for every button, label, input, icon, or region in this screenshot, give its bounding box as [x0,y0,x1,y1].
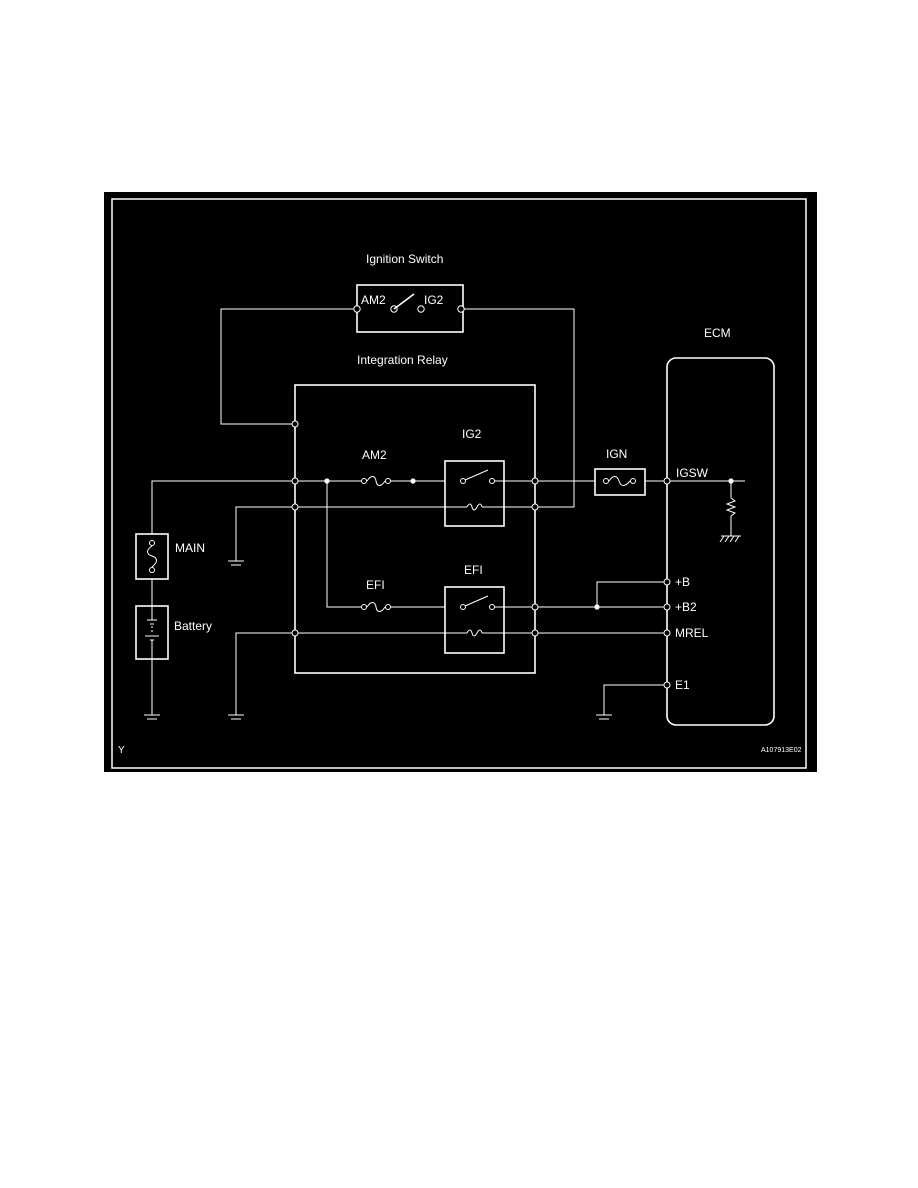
wire-am2-to-relay [220,308,354,425]
integration-relay-title: Integration Relay [357,353,448,367]
wire-ig2-to-relay [464,308,575,508]
battery-label: Battery [174,619,212,633]
ignition-switch-am2-label: AM2 [361,293,386,307]
wire-efi-branch [326,481,362,608]
fuse-efi: EFI [361,578,391,612]
wire-relay-ground-lower [235,632,295,715]
ecm: ECM IGSW +B +B2 MREL E1 [663,326,775,726]
ecm-pin-mrel: MREL [675,626,709,640]
ignition-switch-ig2-label: IG2 [424,293,444,307]
wire-relay-ground-upper [235,506,295,561]
battery: Battery [135,605,212,660]
fuse-ign-label: IGN [606,447,627,461]
fuse-am2: AM2 [361,448,391,486]
fuse-am2-label: AM2 [362,448,387,462]
fuse-efi-label: EFI [366,578,385,592]
relay-ig2-label: IG2 [462,427,482,441]
ecm-pin-e1: E1 [675,678,690,692]
wire-e1-ground [603,684,664,715]
ecm-title: ECM [704,326,731,340]
ecm-pin-b: +B [675,575,690,589]
relay-ig2: IG2 [444,427,505,527]
relay-efi: EFI [444,563,505,654]
integration-relay: Integration Relay [294,353,536,674]
ignition-switch-title: Ignition Switch [366,252,443,266]
fuse-main-label: MAIN [175,541,205,555]
wire-plus-b [596,581,667,607]
ecm-pin-b2: +B2 [675,600,697,614]
ignition-switch: Ignition Switch AM2 IG2 [353,252,465,333]
corner-mark: Y [118,745,125,756]
ecm-pin-igsw: IGSW [676,466,709,480]
diagram-frame [111,198,807,769]
fuse-ign: IGN [594,447,646,496]
wire-battery-supply [151,480,295,534]
figure-id: A107913E02 [761,747,802,754]
relay-efi-label: EFI [464,563,483,577]
